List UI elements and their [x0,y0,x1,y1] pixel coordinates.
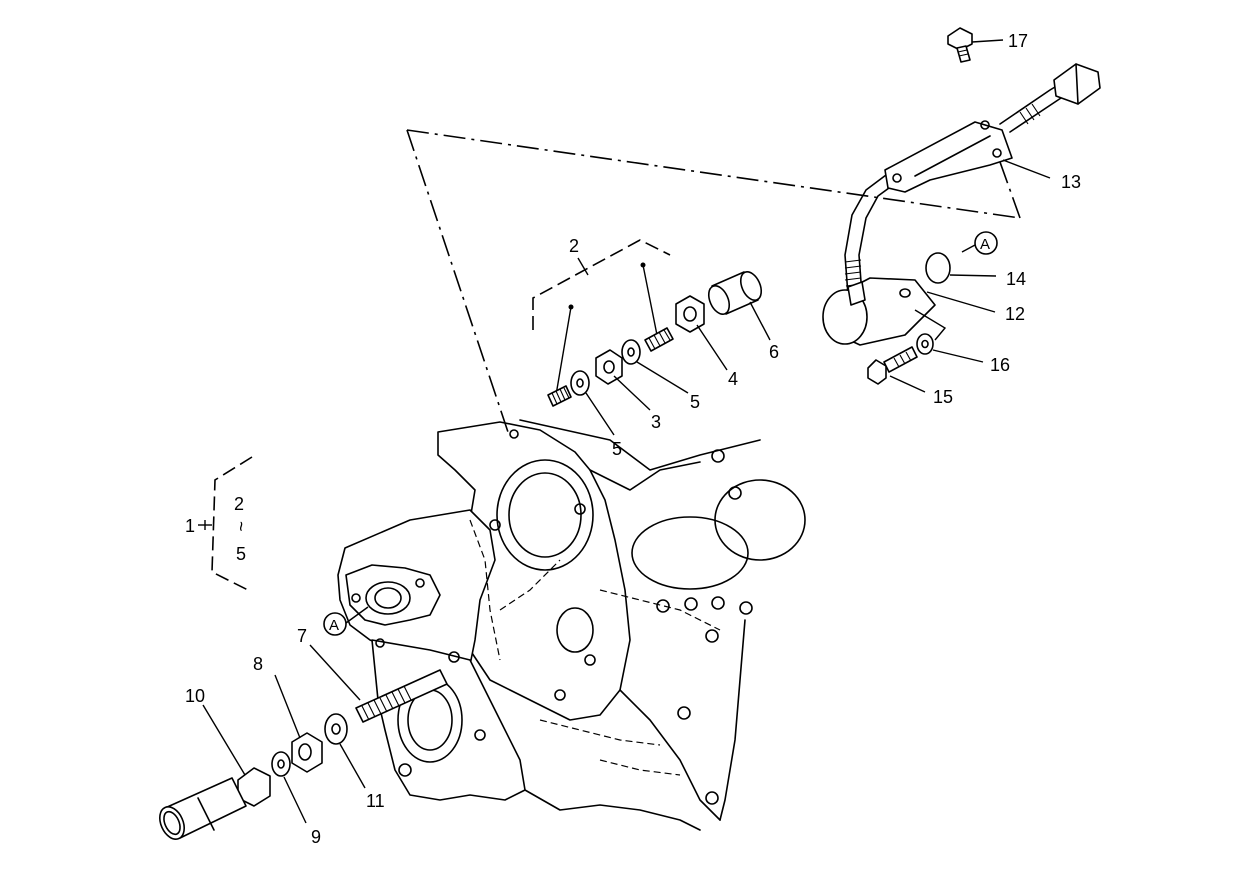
svg-text:A: A [980,236,990,253]
washer-5 [621,339,641,365]
washer-16 [916,333,934,355]
callout-6: 6 [769,342,779,362]
callout-12: 12 [1005,304,1025,324]
assembly-centerlines [406,129,1021,433]
stop-solenoid-assembly [822,27,1101,385]
callout-10: 10 [185,686,205,706]
washer-9 [271,751,291,777]
callout-numbers: 1 2 ~ 5 2 5 3 5 4 6 7 8 10 9 11 17 13 14… [185,31,1081,847]
stud-small [547,385,572,407]
callout-5-left: 5 [236,544,246,564]
adjuster-set-lower [159,669,448,840]
callout-2-top: 2 [569,236,579,256]
group-2-bracket [198,239,671,591]
adjuster-set-upper [547,262,763,407]
lock-nut-3 [595,349,623,385]
reference-a-upper: A [974,231,998,255]
washer-5 [570,370,590,396]
bolt-15 [867,346,918,385]
callout-1: 1 [185,516,195,536]
engine-housing [337,419,806,831]
solenoid-12 [822,277,936,346]
bolt-17 [947,27,973,63]
callout-13: 13 [1061,172,1081,192]
callout-5-b: 5 [690,392,700,412]
svg-text:A: A [329,617,339,634]
leader-lines [202,39,1051,824]
cap-nut-10 [159,767,271,840]
callout-4: 4 [728,369,738,389]
reference-a-lower: A [323,612,347,636]
callout-3: 3 [651,412,661,432]
callout-14: 14 [1006,269,1026,289]
callout-5-a: 5 [612,439,622,459]
callout-7: 7 [297,626,307,646]
callout-range-tilde: ~ [231,521,251,532]
callout-9: 9 [311,827,321,847]
callout-15: 15 [933,387,953,407]
callout-8: 8 [253,654,263,674]
washer-11 [324,713,348,745]
callout-16: 16 [990,355,1010,375]
callout-11: 11 [366,791,385,811]
stud-small [644,327,674,352]
reference-markers: A A [323,231,998,636]
lock-nut-4 [675,295,705,333]
o-ring-14 [925,252,951,284]
cap-6 [707,271,763,315]
callout-17: 17 [1008,31,1028,51]
lock-nut-8 [291,732,323,773]
stud-7 [355,669,448,723]
callout-2-left: 2 [234,494,244,514]
